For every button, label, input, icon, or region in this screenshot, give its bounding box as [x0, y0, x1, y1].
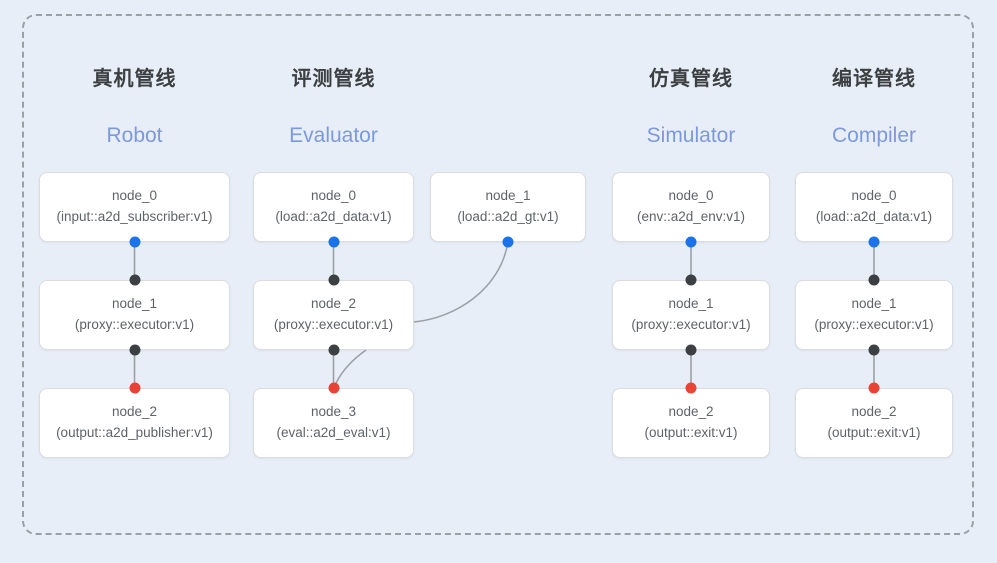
node-name: node_0: [668, 188, 714, 204]
node-name: node_1: [111, 296, 158, 312]
column-title-cn-robot: 真机管线: [92, 68, 177, 90]
port-middle-simulator-1-bottom[interactable]: [685, 344, 697, 356]
node-spec: (load::a2d_gt:v1): [457, 209, 559, 224]
node-spec: (proxy::executor:v1): [814, 317, 934, 332]
node-simulator-1[interactable]: node_1 (proxy::executor:v1): [612, 280, 770, 350]
node-evaluator-1[interactable]: node_1 (load::a2d_gt:v1): [430, 172, 586, 242]
node-compiler-2[interactable]: node_2 (output::exit:v1): [795, 388, 953, 458]
node-spec: (load::a2d_data:v1): [275, 209, 392, 224]
node-name: node_2: [851, 404, 897, 420]
column-title-cn-simulator: 仿真管线: [649, 68, 733, 90]
node-spec: (output::a2d_publisher:v1): [56, 425, 213, 440]
column-title-en-compiler: Compiler: [831, 124, 917, 147]
node-spec: (output::exit:v1): [827, 425, 921, 440]
port-output-compiler-2[interactable]: [868, 382, 880, 394]
column-title-en-robot: Robot: [106, 124, 163, 147]
column-title-en-simulator: Simulator: [646, 124, 736, 147]
node-simulator-2[interactable]: node_2 (output::exit:v1): [612, 388, 770, 458]
node-name: node_0: [310, 188, 357, 204]
node-name: node_2: [668, 404, 714, 420]
port-input-robot-0[interactable]: [129, 236, 140, 248]
node-robot-1[interactable]: node_1 (proxy::executor:v1): [39, 280, 230, 350]
node-spec: (env::a2d_env:v1): [636, 209, 746, 224]
node-compiler-0[interactable]: node_0 (load::a2d_data:v1): [795, 172, 953, 242]
port-middle-robot-1-bottom[interactable]: [129, 344, 140, 356]
node-spec: (proxy::executor:v1): [74, 317, 195, 332]
port-middle-compiler-1-bottom[interactable]: [868, 344, 880, 356]
node-spec: (proxy::executor:v1): [273, 317, 394, 332]
diagram-frame: [22, 14, 974, 535]
port-output-simulator-2[interactable]: [685, 382, 697, 394]
node-name: node_2: [310, 296, 357, 312]
node-spec: (output::exit:v1): [644, 425, 738, 440]
node-spec: (proxy::executor:v1): [631, 317, 751, 332]
node-name: node_0: [851, 188, 897, 204]
node-spec: (eval::a2d_eval:v1): [276, 425, 391, 440]
node-name: node_1: [851, 296, 897, 312]
port-middle-evaluator-2-bottom[interactable]: [328, 344, 339, 356]
port-middle-evaluator-2-top[interactable]: [328, 274, 339, 286]
port-middle-compiler-1-top[interactable]: [868, 274, 880, 286]
port-input-evaluator-0[interactable]: [328, 236, 339, 248]
port-output-robot-2[interactable]: [129, 382, 140, 394]
port-middle-simulator-1-top[interactable]: [685, 274, 697, 286]
port-input-compiler-0[interactable]: [868, 236, 880, 248]
node-evaluator-0[interactable]: node_0 (load::a2d_data:v1): [253, 172, 414, 242]
port-input-simulator-0[interactable]: [685, 236, 697, 248]
node-evaluator-2[interactable]: node_2 (proxy::executor:v1): [253, 280, 414, 350]
node-name: node_3: [310, 404, 357, 420]
node-name: node_1: [485, 188, 531, 204]
node-robot-0[interactable]: node_0 (input::a2d_subscriber:v1): [39, 172, 230, 242]
column-title-cn-evaluator: 评测管线: [291, 68, 376, 90]
node-compiler-1[interactable]: node_1 (proxy::executor:v1): [795, 280, 953, 350]
node-evaluator-3[interactable]: node_3 (eval::a2d_eval:v1): [253, 388, 414, 458]
node-spec: (input::a2d_subscriber:v1): [56, 209, 213, 224]
column-title-en-evaluator: Evaluator: [289, 124, 378, 147]
column-title-cn-compiler: 编译管线: [832, 68, 916, 90]
port-middle-robot-1-top[interactable]: [129, 274, 140, 286]
node-robot-2[interactable]: node_2 (output::a2d_publisher:v1): [39, 388, 230, 458]
node-name: node_0: [111, 188, 158, 204]
node-name: node_2: [111, 404, 158, 420]
node-name: node_1: [668, 296, 714, 312]
node-spec: (load::a2d_data:v1): [815, 209, 933, 224]
port-output-evaluator-3[interactable]: [328, 382, 339, 394]
port-input-evaluator-1[interactable]: [502, 236, 514, 248]
node-simulator-0[interactable]: node_0 (env::a2d_env:v1): [612, 172, 770, 242]
